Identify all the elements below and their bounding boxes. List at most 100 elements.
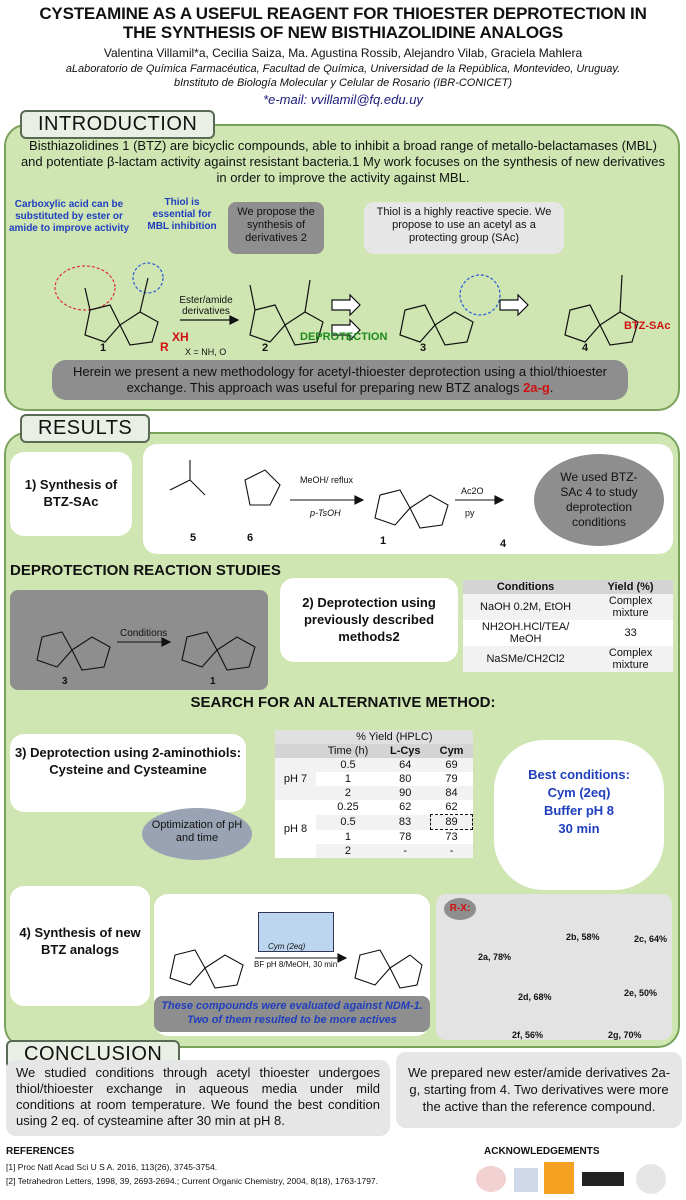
hplc-cell: 83 (398, 816, 412, 828)
conclusion-left: We studied conditions through acetyl thi… (6, 1060, 390, 1136)
herein-analogs: 2a-g (523, 380, 550, 395)
step4-box: 4) Synthesis of new BTZ analogs (10, 886, 150, 1006)
deprotection-studies-heading: DEPROTECTION REACTION STUDIES (10, 562, 281, 579)
hplc-cell: 0.5 (340, 816, 356, 828)
herein-box: Herein we present a new methodology for … (52, 360, 628, 400)
best-line: Buffer pH 8 (543, 803, 615, 818)
structure-3 (399, 274, 501, 346)
poster-title: CYSTEAMINE AS A USEFUL REAGENT FOR THIOE… (0, 4, 686, 42)
cond-cell: 33 (624, 627, 637, 639)
xh-label: XH (172, 330, 189, 344)
thiol-box: Thiol is a highly reactive specie. We pr… (364, 202, 564, 254)
scheme4-drawing (169, 949, 423, 989)
affiliation-b: bInstituto de Biología Molecular y Celul… (173, 77, 513, 89)
reagent-py: py (465, 508, 475, 518)
evaluated-box: These compounds were evaluated against N… (154, 996, 430, 1032)
hplc-best-cell: 89 (430, 814, 473, 830)
pedeciba-logo (636, 1164, 666, 1194)
hplc-cell: 1 (344, 830, 352, 843)
x-definition: X = NH, O (185, 347, 227, 357)
university-logo (514, 1168, 538, 1192)
conclusion-right: We prepared new ester/amide derivatives … (396, 1052, 682, 1128)
hplc-cell: 2 (344, 787, 352, 799)
acknowledgements-heading: ACKNOWLEDGEMENTS (484, 1146, 600, 1157)
rx-analogs-box (436, 894, 672, 1040)
intro-scheme (54, 262, 639, 346)
reference-2: [2] Tetrahedron Letters, 1998, 39, 2693-… (6, 1176, 379, 1186)
quimica-logo (544, 1162, 574, 1194)
scheme1-label-6: 6 (247, 532, 254, 544)
note-carboxylic: Carboxylic acid can be substituted by es… (8, 199, 130, 234)
hplc-header: Cym (439, 745, 464, 757)
hplc-cell: - (403, 845, 408, 857)
rx-label: R-X: (444, 898, 476, 920)
deprotection-scheme (36, 631, 256, 671)
analog-2e: 2e, 50% (624, 988, 658, 998)
btz-sac-label: BTZ-SAc (624, 320, 671, 332)
hplc-header: Time (h) (327, 745, 369, 757)
hplc-cell: 62 (445, 801, 458, 813)
ph-label: pH 7 (283, 773, 308, 785)
hplc-table: % Yield (HPLC) Time (h) L-Cys Cym pH 7 0… (275, 730, 473, 858)
best-line: Cym (2eq) (547, 785, 611, 800)
conditions-label: Conditions (120, 628, 168, 639)
hplc-cell: 84 (445, 787, 458, 799)
hplc-cell: - (449, 845, 454, 857)
scheme1-label-4: 4 (500, 538, 507, 550)
title-line-2: THE SYNTHESIS OF NEW BISTHIAZOLIDINE ANA… (122, 23, 564, 42)
compound-label-4: 4 (582, 342, 589, 354)
structure-4 (564, 274, 639, 346)
best-line: Best conditions: (528, 767, 630, 782)
propose-box: We propose the synthesis of derivatives … (228, 202, 324, 254)
reference-1: [1] Proc Natl Acad Sci U S A. 2016, 113(… (6, 1162, 218, 1172)
cond-header-conditions: Conditions (496, 581, 555, 593)
anii-logo (582, 1172, 624, 1186)
step3-box: 3) Deprotection using 2-aminothiols: Cys… (10, 734, 246, 812)
hplc-cell: 79 (445, 773, 458, 785)
hplc-cell: 1 (344, 773, 352, 785)
cond-cell: Complex mixture (608, 595, 653, 619)
reagent-meoh: MeOH/ reflux (300, 475, 354, 485)
scheme1-drawing (169, 460, 505, 529)
cap-logo (476, 1166, 506, 1192)
cym-label: Cym (2eq) (268, 942, 306, 951)
structure-2 (249, 279, 324, 346)
analog-2a: 2a, 78% (478, 952, 512, 962)
hplc-cell: 78 (399, 830, 412, 843)
hplc-cell: 64 (399, 759, 412, 771)
structure-1 (54, 262, 164, 346)
hplc-cell: 90 (399, 787, 412, 799)
step1-box: 1) Synthesis of BTZ-SAc (10, 452, 132, 536)
hplc-cell: 2 (344, 845, 352, 857)
analog-2f: 2f, 56% (512, 1030, 544, 1040)
scheme1-label-1: 1 (380, 535, 387, 547)
affiliation-a: aLaboratorio de Química Farmacéutica, Fa… (65, 63, 621, 75)
analog-2b: 2b, 58% (566, 932, 600, 942)
deprot-label-3: 3 (62, 676, 68, 687)
note-thiol: Thiol is essential for MBL inhibition (147, 197, 217, 232)
bf-label: BF pH 8/MeOH, 30 min (254, 960, 338, 969)
introduction-heading: INTRODUCTION (20, 110, 216, 139)
hplc-cell: 69 (445, 759, 458, 771)
results-heading: RESULTS (20, 414, 151, 443)
ph-label: pH 8 (283, 823, 308, 835)
reagent-ac2o: Ac2O (461, 486, 484, 496)
reaction-arrows (180, 293, 529, 342)
compound-label-1: 1 (100, 342, 107, 354)
scheme1-label-5: 5 (190, 532, 197, 544)
cond-cell: Complex mixture (608, 647, 653, 671)
contact-email: *e-mail: vvillamil@fq.edu.uy (263, 92, 423, 107)
authors: Valentina Villamil*a, Cecilia Saiza, Ma.… (103, 46, 583, 60)
step2-box: 2) Deprotection using previously describ… (280, 578, 458, 662)
references-heading: REFERENCES (6, 1146, 75, 1157)
hplc-header: L-Cys (389, 745, 421, 757)
cond-cell: NaSMe/CH2Cl2 (486, 653, 565, 665)
used-btz-ellipse: We used BTZ-SAc 4 to study deprotection … (534, 454, 664, 546)
sponsor-logos (476, 1162, 682, 1196)
best-conditions-box: Best conditions: Cym (2eq) Buffer pH 8 3… (494, 740, 664, 890)
compound-label-2: 2 (262, 342, 269, 354)
hplc-caption: % Yield (HPLC) (356, 731, 433, 743)
title-line-1: CYSTEAMINE AS A USEFUL REAGENT FOR THIOE… (39, 4, 647, 23)
herein-text: Herein we present a new methodology for … (72, 364, 608, 395)
hplc-cell: 0.5 (340, 759, 356, 771)
